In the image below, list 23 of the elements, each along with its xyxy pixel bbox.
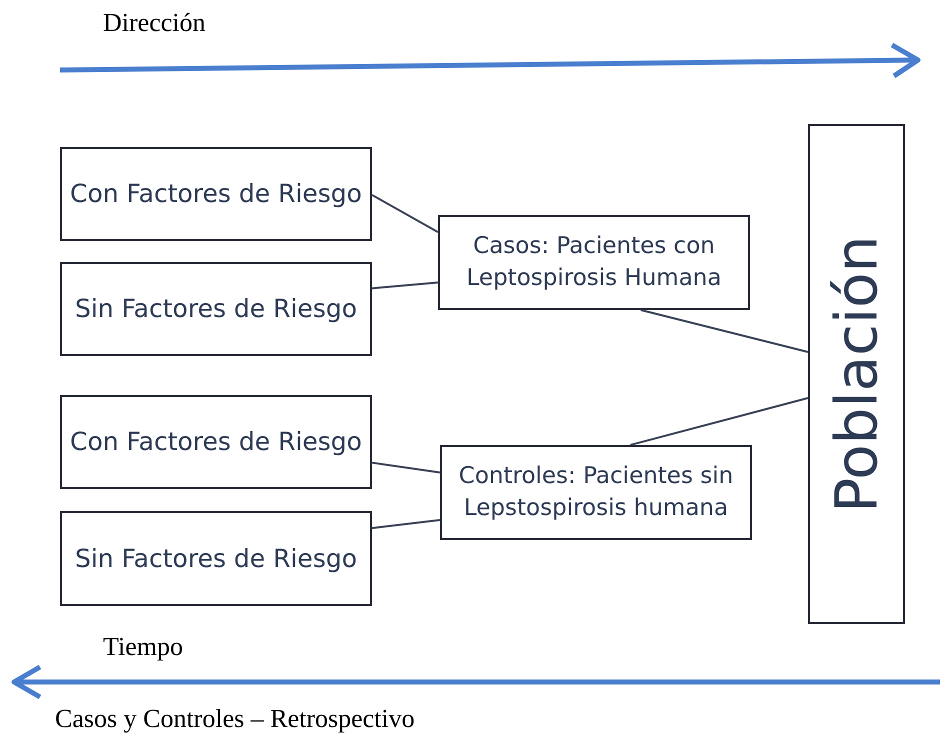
connector-line (630, 397, 808, 446)
diagram-title: Casos y Controles – Retrospectivo (55, 704, 415, 734)
node-label: Con Factores de Riesgo (70, 426, 362, 458)
group-box (60, 147, 372, 241)
group-box (438, 215, 750, 310)
connector-line (372, 281, 438, 290)
node-label: Población (821, 235, 892, 513)
connector-line (640, 309, 808, 353)
node-label: Con Factores de Riesgo (70, 178, 362, 210)
node-label: Controles: Pacientes sin Lepstospirosis humana (458, 462, 734, 522)
node-label: Casos: Pacientes con Leptospirosis Humana (466, 232, 722, 292)
axis-label: Tiempo (103, 632, 183, 662)
population-box (808, 124, 905, 624)
connector-line (372, 194, 438, 233)
group-box (60, 262, 372, 356)
node-label: Sin Factores de Riesgo (74, 542, 358, 575)
connector-line (372, 462, 440, 474)
group-box (440, 445, 752, 540)
group-box (60, 395, 372, 489)
connector-line (372, 519, 440, 530)
node-label: Sin Factores de Riesgo (74, 293, 358, 326)
axis-label: Dirección (103, 8, 206, 38)
group-box (60, 511, 372, 606)
